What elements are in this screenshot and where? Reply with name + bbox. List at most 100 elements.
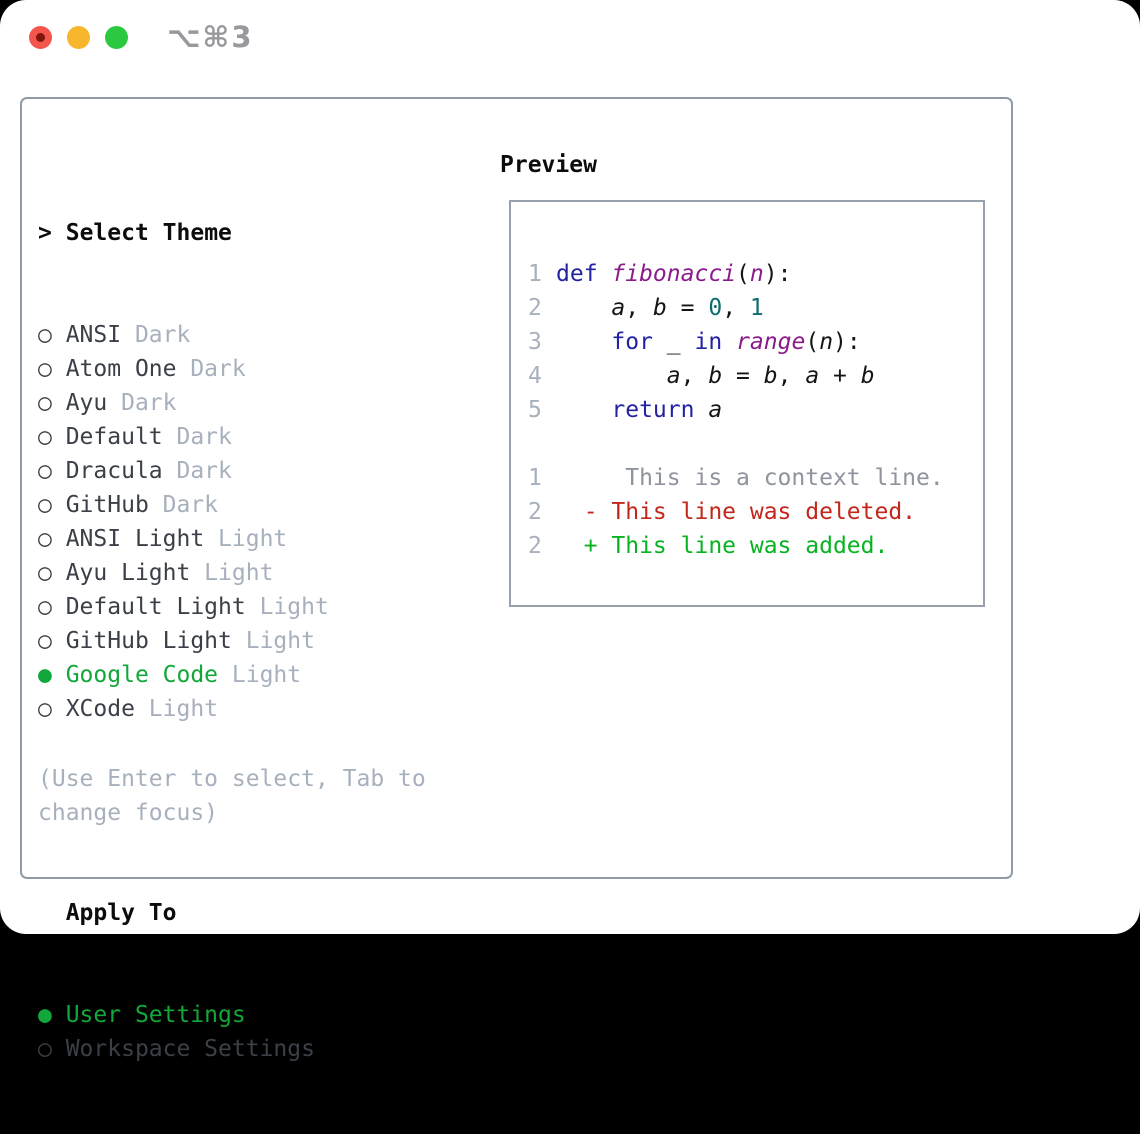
radio-unselected-icon: ○ (38, 356, 66, 382)
theme-options: ○ ANSI Dark○ Atom One Dark○ Ayu Dark○ De… (38, 318, 478, 726)
apply-to-option[interactable]: ● User Settings (38, 998, 478, 1032)
theme-option[interactable]: ○ Ayu Dark (38, 386, 478, 420)
code-token: 1 (749, 295, 764, 321)
theme-variant-tag: Dark (176, 356, 246, 382)
theme-name: XCode (65, 696, 135, 722)
radio-unselected-icon: ○ (38, 696, 66, 722)
code-token: ): (833, 329, 861, 355)
code-token: a (611, 295, 626, 321)
theme-option[interactable]: ● Google Code Light (38, 658, 478, 692)
radio-unselected-icon: ○ (38, 1036, 66, 1062)
code-token: = (722, 363, 764, 389)
minimize-button[interactable] (67, 26, 90, 49)
code-line: 5 return a (528, 393, 983, 427)
radio-unselected-icon: ○ (38, 322, 66, 348)
line-number: 2 (528, 533, 542, 559)
theme-option[interactable]: ○ Dracula Dark (38, 454, 478, 488)
line-number: 3 (528, 329, 542, 355)
code-line: 3 for _ in range(n): (528, 325, 983, 359)
theme-option[interactable]: ○ XCode Light (38, 692, 478, 726)
apply-to-option[interactable]: ○ Workspace Settings (38, 1032, 478, 1066)
apply-to-options: ● User Settings○ Workspace Settings (38, 998, 478, 1066)
theme-name: Dracula (65, 458, 163, 484)
code-token (556, 397, 611, 423)
line-number: 4 (528, 363, 542, 389)
theme-option[interactable]: ○ GitHub Dark (38, 488, 478, 522)
close-button-dot-icon (36, 33, 45, 42)
theme-option[interactable]: ○ Ayu Light Light (38, 556, 478, 590)
theme-variant-tag: Light (134, 696, 219, 722)
theme-option[interactable]: ○ ANSI Dark (38, 318, 478, 352)
radio-unselected-icon: ○ (38, 594, 66, 620)
line-number: 5 (528, 397, 542, 423)
code-token: n (819, 329, 834, 355)
diff-text: - This line was deleted. (556, 499, 917, 525)
theme-name: Ayu Light (65, 560, 191, 586)
theme-variant-tag: Dark (148, 492, 219, 518)
theme-variant-tag: Light (204, 526, 288, 552)
theme-option[interactable]: ○ GitHub Light Light (38, 624, 478, 658)
zoom-button[interactable] (105, 26, 128, 49)
theme-name: Ayu (65, 390, 108, 416)
theme-name: GitHub Light (65, 628, 232, 654)
code-token: return (611, 397, 695, 423)
code-text: a, b = 0, 1 (556, 295, 764, 321)
theme-variant-tag: Light (218, 662, 302, 688)
code-token: a (805, 363, 820, 389)
theme-name: GitHub (65, 492, 149, 518)
theme-name: ANSI (65, 322, 122, 348)
theme-option[interactable]: ○ ANSI Light Light (38, 522, 478, 556)
line-number: 2 (528, 499, 542, 525)
help-text: (Use Enter to select, Tab to change focu… (38, 766, 426, 826)
close-button[interactable] (29, 26, 52, 49)
code-token: def (556, 261, 612, 287)
code-text: def fibonacci(n): (556, 261, 791, 287)
diff-preview: 1 This is a context line. 2 - This line w… (528, 461, 983, 563)
theme-option[interactable]: ○ Default Light Light (38, 590, 478, 624)
radio-unselected-icon: ○ (38, 526, 66, 552)
code-token: b (652, 295, 667, 321)
code-token: , (625, 295, 653, 321)
theme-name: Google Code (65, 662, 219, 688)
code-token: fibonacci (611, 261, 737, 287)
titlebar: ⌥⌘3 (0, 0, 1140, 72)
code-text: return a (556, 397, 722, 423)
code-text: a, b = b, a + b (556, 363, 875, 389)
code-token: range (736, 329, 806, 355)
window-title: ⌥⌘3 (167, 20, 254, 54)
code-line: 1 def fibonacci(n): (528, 257, 983, 291)
preview-header: Preview (500, 152, 597, 178)
code-token (556, 295, 611, 321)
diff-line-ctx: 1 This is a context line. (528, 461, 983, 495)
diff-text: This is a context line. (556, 465, 944, 491)
line-number: 1 (528, 261, 542, 287)
code-token: b (763, 363, 778, 389)
theme-name: Atom One (65, 356, 177, 382)
radio-selected-icon: ● (38, 662, 66, 688)
theme-variant-tag: Light (245, 594, 329, 620)
apply-to-label: User Settings (65, 1002, 246, 1028)
code-token: a (666, 363, 681, 389)
theme-option[interactable]: ○ Atom One Dark (38, 352, 478, 386)
code-token (556, 329, 611, 355)
focus-caret-icon: > (38, 220, 52, 246)
code-token: in (694, 329, 723, 355)
code-token: + (819, 363, 861, 389)
code-token: n (749, 261, 764, 287)
theme-variant-tag: Light (190, 560, 274, 586)
select-theme-header: > Select Theme (38, 220, 232, 246)
theme-dialog-panel: > Select Theme ○ ANSI Dark○ Atom One Dar… (20, 97, 1013, 1062)
radio-unselected-icon: ○ (38, 560, 66, 586)
radio-unselected-icon: ○ (38, 424, 66, 450)
code-token: ( (736, 261, 750, 287)
line-number: 2 (528, 295, 542, 321)
theme-variant-tag: Dark (162, 458, 232, 484)
theme-option[interactable]: ○ Default Dark (38, 420, 478, 454)
theme-variant-tag: Dark (162, 424, 232, 450)
radio-unselected-icon: ○ (38, 492, 66, 518)
code-token (681, 329, 695, 355)
diff-line-add: 2 + This line was added. (528, 529, 983, 563)
spacer (528, 427, 983, 461)
code-text: for _ in range(n): (556, 329, 861, 355)
